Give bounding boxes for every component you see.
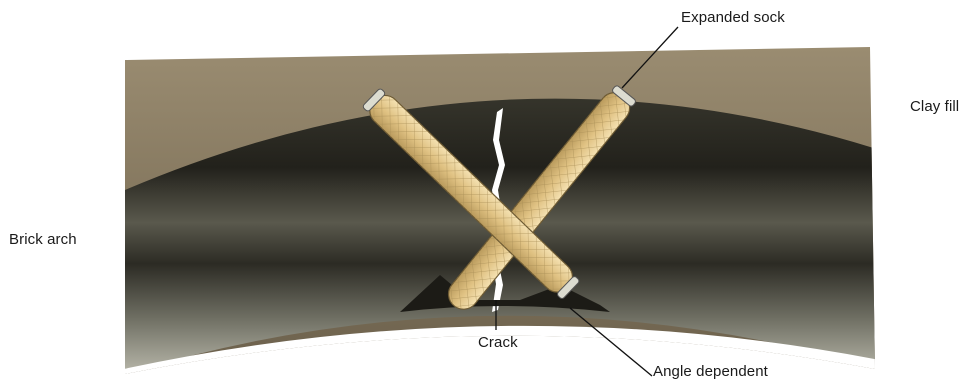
label-clay-fill: Clay fill <box>910 98 959 115</box>
label-brick-arch: Brick arch <box>9 231 77 248</box>
label-crack: Crack <box>478 334 518 351</box>
label-angle-dependent: Angle dependent <box>653 363 768 380</box>
label-expanded-sock: Expanded sock <box>681 9 785 26</box>
